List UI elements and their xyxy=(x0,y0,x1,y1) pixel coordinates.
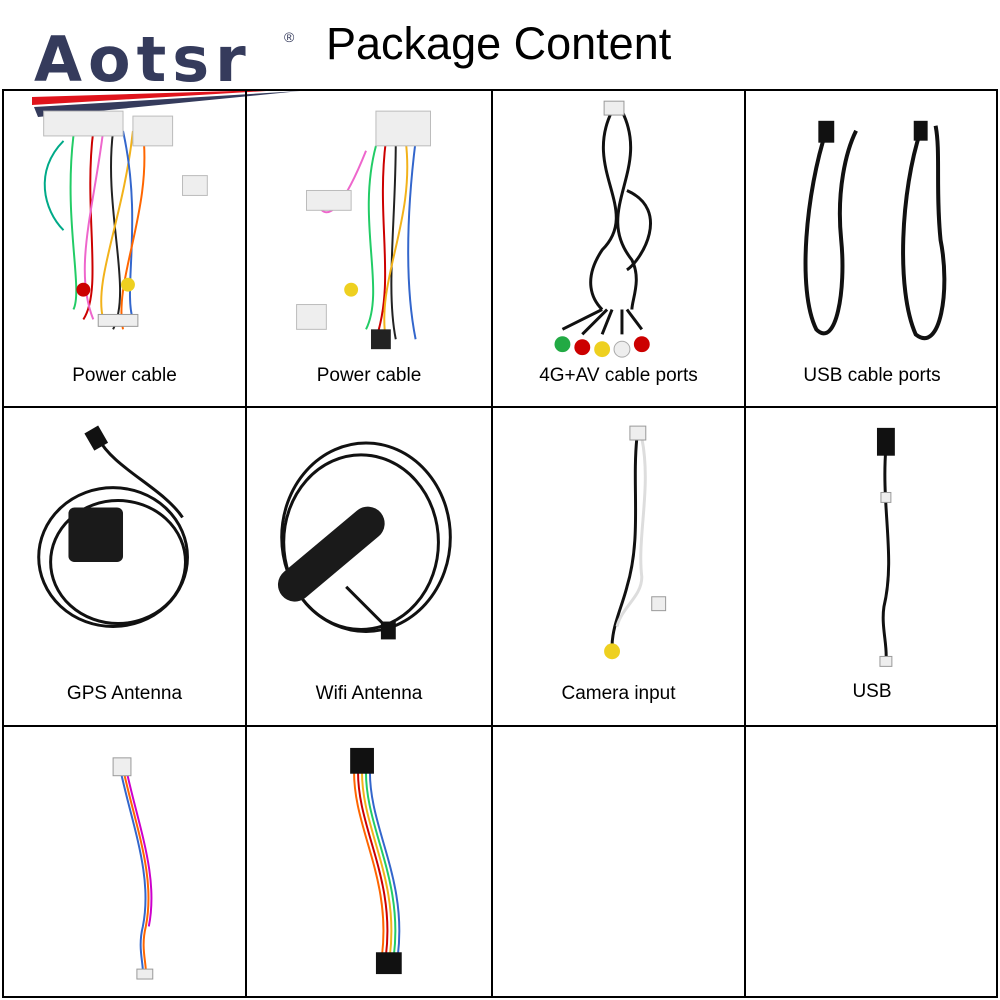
item-label: 4G+AV cable ports xyxy=(539,365,698,386)
package-content-grid: Power cable Power cable xyxy=(2,89,998,998)
item-label: USB xyxy=(852,681,892,702)
item-label: GPS Antenna xyxy=(66,683,183,704)
wiring-harness-icon xyxy=(296,110,431,350)
logo-stripes xyxy=(32,89,300,117)
item-connector-cable-1 xyxy=(4,727,247,996)
item-label: Power cable xyxy=(72,365,177,386)
gps-antenna-icon xyxy=(37,425,189,628)
brand-name: Aotsr xyxy=(34,23,252,96)
usb-cable-icon xyxy=(876,427,895,667)
item-label: Wifi Antenna xyxy=(315,683,423,704)
aotsr-logo: Aotsr ® xyxy=(30,25,300,125)
registered-mark: ® xyxy=(284,29,295,45)
usb-cable-icon xyxy=(803,120,947,340)
item-label: Power cable xyxy=(316,365,422,386)
connector-cable-icon xyxy=(350,747,402,975)
item-usb-cable-ports: USB cable ports xyxy=(746,91,998,408)
item-gps-antenna: GPS Antenna xyxy=(4,408,247,727)
wifi-antenna-icon xyxy=(277,441,452,640)
connector-cable-icon xyxy=(112,757,154,980)
item-wifi-antenna: Wifi Antenna xyxy=(247,408,493,727)
empty-cell xyxy=(493,727,746,996)
av-cable-icon xyxy=(554,100,652,358)
wiring-harness-icon xyxy=(43,110,208,330)
item-power-cable-1: Power cable xyxy=(4,91,247,408)
empty-cell xyxy=(746,727,998,996)
item-connector-cable-2 xyxy=(247,727,493,996)
page-title: Package Content xyxy=(326,18,672,69)
item-4g-av-cable: 4G+AV cable ports xyxy=(493,91,746,408)
item-usb: USB xyxy=(746,408,998,727)
item-label: USB cable ports xyxy=(803,365,941,386)
item-power-cable-2: Power cable xyxy=(247,91,493,408)
item-camera-input: Camera input xyxy=(493,408,746,727)
item-label: Camera input xyxy=(561,683,676,704)
camera-cable-icon xyxy=(604,425,667,660)
